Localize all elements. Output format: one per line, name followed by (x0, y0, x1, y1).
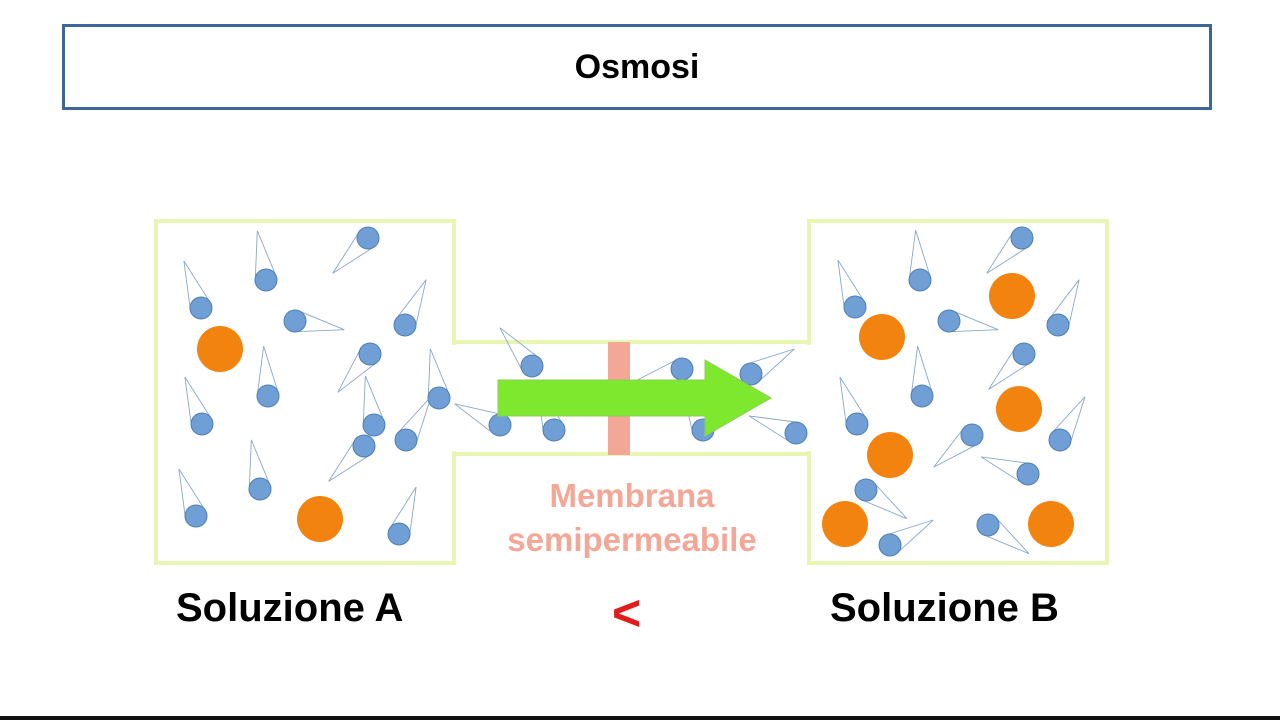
water-molecules (178, 226, 1086, 557)
water-molecule-icon (542, 418, 566, 442)
solute-particle-icon (197, 326, 243, 372)
water-molecule-icon (1016, 462, 1040, 486)
water-molecule-icon (937, 309, 961, 333)
water-molecule-icon (1048, 428, 1072, 452)
water-molecule-icon (520, 354, 544, 378)
solute-particle-icon (822, 501, 868, 547)
water-molecule-icon (910, 384, 934, 408)
solute-particles (197, 273, 1074, 547)
solute-particle-icon (1028, 501, 1074, 547)
channel-opening-a (450, 345, 458, 451)
water-molecule-icon (843, 295, 867, 319)
solute-particle-icon (989, 273, 1035, 319)
solute-particle-icon (297, 496, 343, 542)
water-molecule-icon (1012, 342, 1036, 366)
title-box: Osmosi (62, 24, 1212, 110)
water-molecule-icon (960, 423, 984, 447)
water-molecule-icon (254, 268, 278, 292)
water-molecule-icon (283, 309, 307, 333)
solute-particle-icon (996, 386, 1042, 432)
water-molecule-icon (976, 513, 1000, 537)
solute-particle-icon (859, 314, 905, 360)
water-molecule-icon (488, 413, 512, 437)
water-molecule-icon (845, 412, 869, 436)
water-molecule-icon (427, 386, 451, 410)
water-molecule-icon (739, 362, 763, 386)
water-molecule-icon (854, 478, 878, 502)
comparison-symbol: < (612, 585, 642, 641)
water-molecule-icon (248, 477, 272, 501)
water-molecule-icon (878, 533, 902, 557)
water-molecule-icon (908, 268, 932, 292)
water-molecule-icon (1010, 226, 1034, 250)
water-molecule-icon (256, 384, 280, 408)
water-molecule-icon (190, 412, 214, 436)
water-molecule-icon (670, 357, 694, 381)
solution-b-label: Soluzione B (830, 586, 1059, 630)
solution-a-label: Soluzione A (176, 586, 404, 630)
membrane-label-line1: Membrana (549, 477, 715, 514)
flow-arrow-icon (497, 359, 773, 437)
water-molecule-icon (352, 434, 376, 458)
membrane-label-line2: semipermeabile (507, 521, 757, 558)
water-molecule-icon (356, 226, 380, 250)
water-molecule-icon (1046, 313, 1070, 337)
water-molecule-icon (393, 313, 417, 337)
page-title: Osmosi (574, 47, 700, 86)
water-molecule-icon (189, 296, 213, 320)
water-molecule-icon (362, 413, 386, 437)
water-molecule-icon (394, 428, 418, 452)
water-molecule-icon (387, 522, 411, 546)
channel-opening-b (805, 345, 813, 451)
water-molecule-icon (784, 421, 808, 445)
water-molecule-icon (184, 504, 208, 528)
bottom-border (0, 716, 1280, 720)
water-molecule-icon (358, 342, 382, 366)
membrane-label: Membrana semipermeabile (462, 474, 802, 562)
solute-particle-icon (867, 432, 913, 478)
